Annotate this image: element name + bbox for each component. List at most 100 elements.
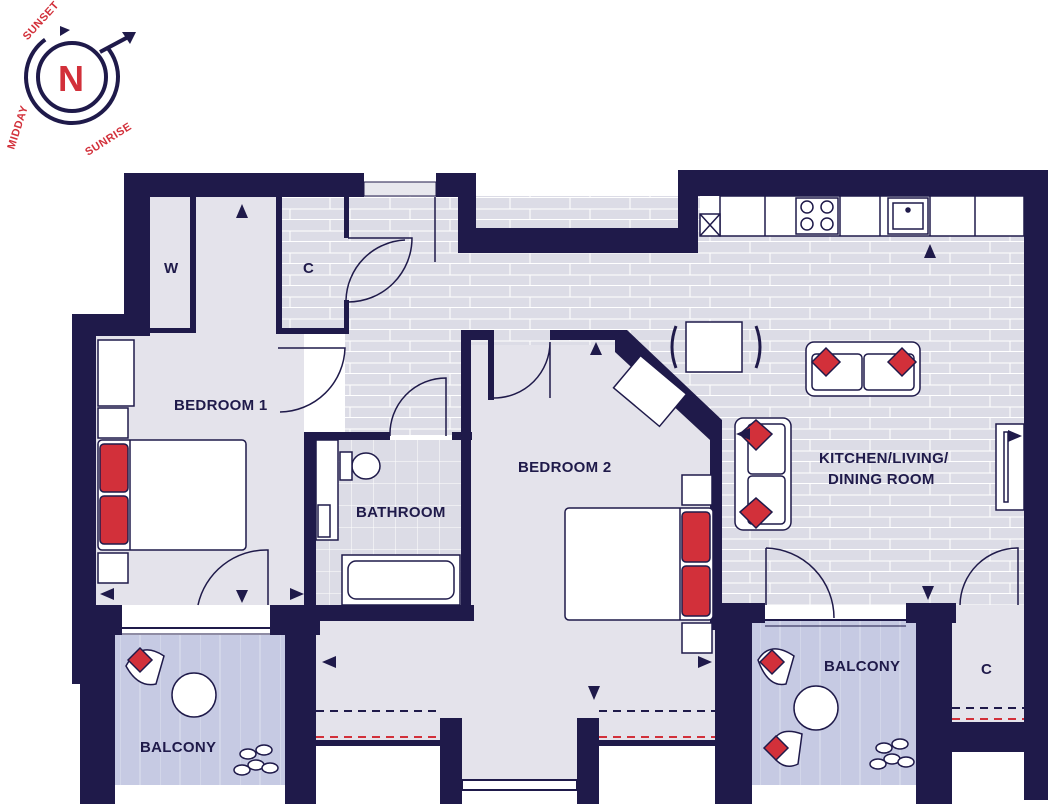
label-kitchen-line-1: KITCHEN/LIVING/ (819, 450, 949, 467)
label-bedroom-1: BEDROOM 1 (174, 397, 268, 414)
toilet-icon (351, 452, 381, 480)
wall-left-top (124, 173, 364, 197)
right-cupboard-door-icon (959, 547, 1019, 606)
tv-unit-icon (995, 423, 1025, 511)
wall-cupboard-bottom (276, 328, 346, 334)
balcony-left-plant-icon (233, 744, 279, 776)
balcony-left-chair-icon (125, 646, 165, 686)
bed1-balcony-door-icon (197, 549, 269, 606)
wall-cupboard-right (344, 196, 349, 238)
sofa-top-icon (805, 341, 921, 397)
compass-midday-label: MIDDAY (5, 104, 30, 151)
furniture (97, 321, 1025, 776)
wall-wardrobe (190, 196, 196, 332)
balcony-right-table (793, 685, 839, 731)
compass-arc-arrow-icon (60, 26, 70, 36)
bed2-bed (564, 507, 714, 621)
balcony-right-chair-bottom-icon (762, 730, 803, 767)
wall-living-bottom-left (715, 603, 765, 623)
wall-left-vertical (124, 173, 150, 333)
arrow-down-icon (236, 590, 248, 603)
compass-sunrise-label: SUNRISE (83, 121, 134, 159)
wall-living-bottom-mid (906, 603, 956, 623)
dining-chair-right (754, 325, 762, 369)
wall-balcony-right-left (715, 605, 752, 804)
label-wardrobe: W (164, 260, 179, 277)
bedroom1-door-icon (278, 347, 346, 413)
wall-top-middle (458, 228, 698, 253)
arrow-down-icon (922, 586, 934, 600)
arrow-right-icon (290, 588, 304, 600)
arrow-up-icon (590, 342, 602, 355)
basin-icon (317, 504, 331, 538)
living-balcony-door-icon (765, 547, 835, 619)
bed2-bedside-top (681, 474, 713, 506)
wall-wardrobe-bottom (150, 328, 196, 333)
bed1-bedside-bottom (97, 552, 129, 584)
arrow-up-icon (236, 204, 248, 218)
arrow-up-icon (924, 244, 936, 258)
arrow-left-icon (322, 656, 336, 668)
wall-bathroom-right (461, 335, 471, 620)
hob-icon (795, 197, 839, 235)
entrance-door-icon (347, 237, 413, 303)
bed2-bay-window (461, 779, 578, 791)
bed2-desk (612, 354, 688, 428)
sofa-side-icon (734, 417, 792, 531)
bedroom2-floor (316, 345, 715, 780)
wall-right-balcony-right (916, 605, 952, 804)
compass: N SUNSET MIDDAY SUNRISE (5, 0, 136, 159)
hall-living-floor (276, 196, 1025, 605)
arrow-right-icon (698, 656, 712, 668)
bedroom1-corridor-floor (196, 196, 278, 336)
wall-balcony-left-left (80, 620, 115, 804)
wall-balcony-left-right (285, 620, 316, 804)
compass-inner-circle (36, 41, 108, 113)
wall-cupboard-left (276, 196, 282, 334)
label-balcony-left: BALCONY (140, 739, 216, 756)
doors (197, 197, 1019, 619)
compass-north-letter: N (58, 58, 84, 99)
wall-bathroom-top (304, 432, 390, 440)
bed1-bedside-top (97, 407, 129, 439)
balcony-right-chair-top-icon (757, 648, 795, 686)
balcony-left-table (171, 672, 217, 718)
wall-bed2-top-right (550, 330, 622, 340)
bed1-pillow-2 (99, 495, 129, 545)
bathroom-door-icon (389, 377, 447, 437)
label-balcony-right: BALCONY (824, 658, 900, 675)
wall-bed2-bottom-right (577, 740, 717, 746)
arrow-left-icon (100, 588, 114, 600)
sink-icon (887, 197, 929, 235)
wall-top-right (678, 170, 1048, 196)
arrow-left-icon (736, 428, 750, 440)
openings (122, 181, 1024, 791)
bed2-pillow-2 (681, 565, 711, 617)
label-cupboard-hall: C (303, 260, 314, 277)
bedroom2-door-icon (493, 341, 551, 399)
dining-table (685, 321, 743, 373)
kitchen-counter (719, 195, 1025, 237)
wall-bed2-top (461, 330, 491, 340)
wall-cupboard-right-low (344, 300, 349, 334)
bed1-pillow-1 (99, 443, 129, 493)
wall-bathroom-left (304, 432, 316, 620)
room-labels: W C BEDROOM 1 BATHROOM BEDROOM 2 KITCHEN… (140, 260, 992, 756)
bed2-bedside-bottom (681, 622, 713, 654)
dimension-markers (100, 204, 1022, 700)
wall-bed2-window-left (440, 718, 462, 804)
label-kitchen-line-2: DINING ROOM (828, 471, 935, 488)
label-cupboard-right: C (981, 661, 992, 678)
wall-bed2-door-post (488, 330, 494, 400)
wall-bottom-right (940, 722, 1048, 752)
wall-bathroom-bottom (304, 605, 474, 621)
label-bathroom: BATHROOM (356, 504, 446, 521)
label-bedroom-2: BEDROOM 2 (518, 459, 612, 476)
wardrobe-floor (150, 196, 194, 330)
cupboard-door-icon (345, 239, 406, 301)
compass-sunset-label: SUNSET (21, 0, 62, 43)
bed1-bed (97, 439, 247, 551)
arrow-right-icon (1008, 430, 1022, 442)
wall-bed2-bottom-left (316, 740, 462, 746)
